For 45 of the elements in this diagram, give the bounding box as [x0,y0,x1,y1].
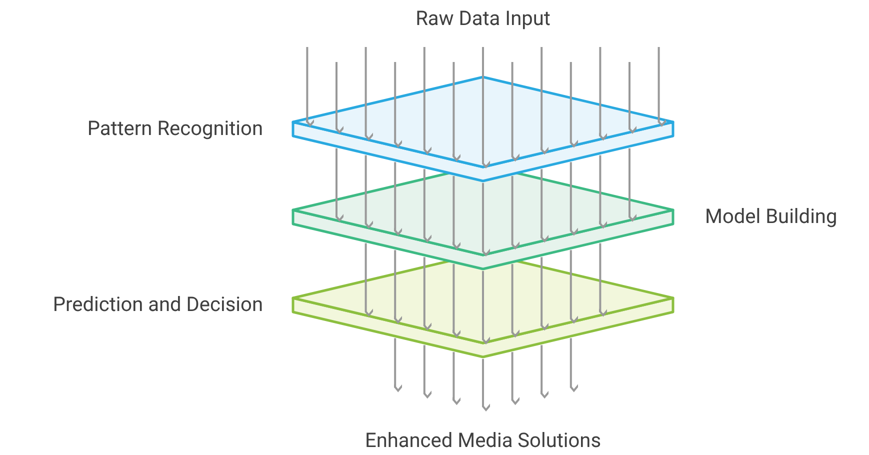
arrow [334,148,346,222]
arrow [509,352,522,405]
arrow [597,243,610,316]
output-label: Enhanced Media Solutions [364,427,602,453]
arrow [568,250,580,324]
arrow [538,169,551,242]
arrow [362,243,375,316]
arrow [509,176,522,250]
arrow [480,271,492,344]
input-label: Raw Data Input [414,5,552,31]
arrow [334,62,346,134]
arrow [450,264,463,338]
arrow [568,62,580,148]
arrow [597,47,610,140]
arrow [392,162,404,236]
arrow [392,250,404,324]
arrow [480,183,492,256]
arrow [538,257,551,330]
arrow [392,62,404,148]
arrow [421,47,434,154]
arrow [509,62,522,162]
arrow [480,47,492,168]
arrow [450,176,463,250]
arrow [362,47,375,140]
arrow [392,338,404,392]
arrow [304,47,316,126]
layer-label: Prediction and Decision [52,291,263,317]
arrow [597,155,610,228]
arrow [450,62,463,162]
layer-label: Model Building [705,203,838,229]
arrow [421,345,434,398]
arrow [568,162,580,236]
arrow [568,338,580,392]
arrow [538,47,551,154]
arrow [626,62,638,134]
arrow [626,148,638,222]
arrow [480,359,492,411]
arrow [538,345,551,398]
arrow [421,169,434,242]
arrow [509,264,522,338]
arrow [450,352,463,405]
arrow [656,47,668,126]
arrow [362,155,375,228]
layer-label: Pattern Recognition [87,115,263,141]
arrow [421,257,434,330]
